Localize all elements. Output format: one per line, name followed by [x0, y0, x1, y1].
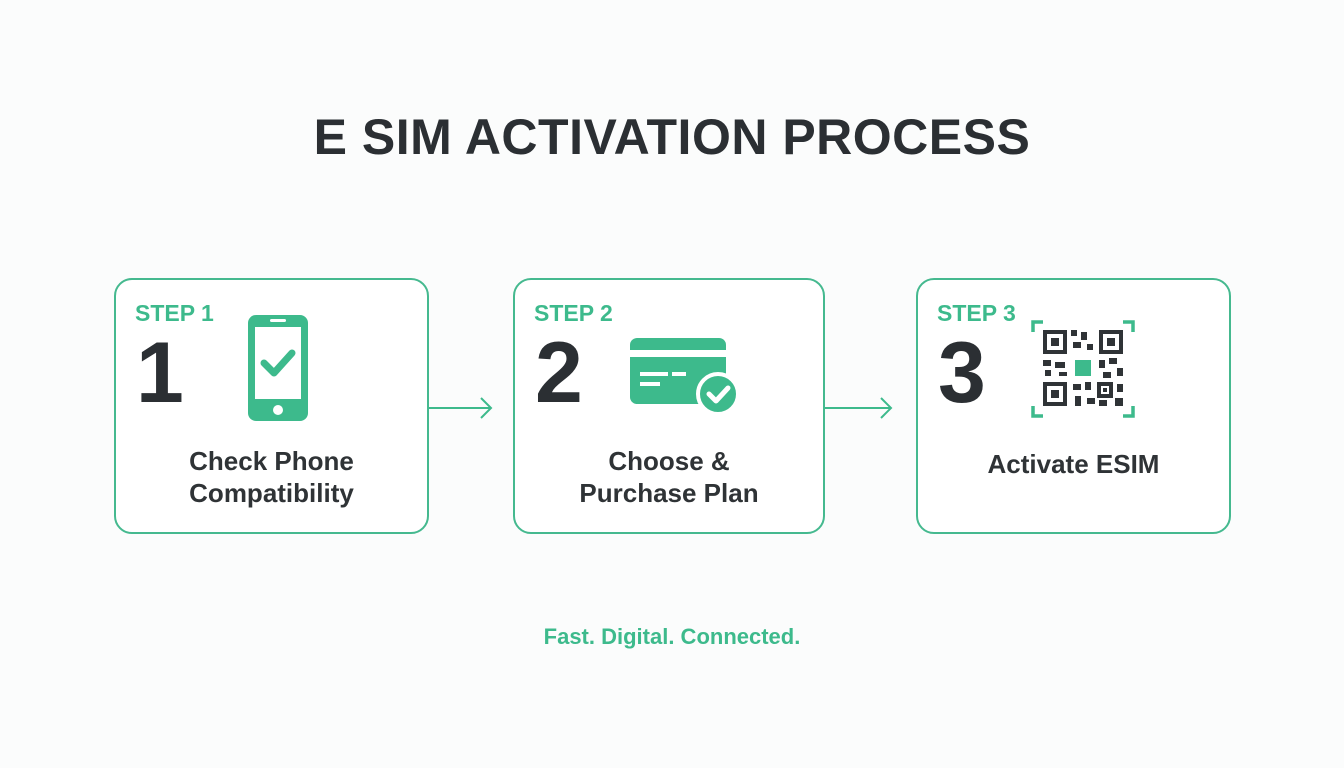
tagline: Fast. Digital. Connected.: [543, 624, 801, 649]
step-card-2: STEP 2 2 Choose & Purchase Plan: [513, 278, 825, 534]
step-description: Activate ESIM: [987, 449, 1160, 479]
step-card-1: STEP 1 1 Check Phone Compatibility: [114, 278, 429, 534]
card-check-icon: [630, 338, 740, 416]
step-description-line2: Compatibility: [189, 478, 354, 508]
step-label: STEP 2: [534, 300, 613, 326]
arrow-right-icon: [429, 397, 493, 419]
phone-check-icon: [248, 315, 308, 421]
step-label: STEP 1: [135, 300, 214, 326]
step-label: STEP 3: [937, 300, 1016, 326]
step-card-3: STEP 3 3 Activate ESIM: [916, 278, 1231, 534]
step-description-line1: Check Phone: [189, 446, 354, 476]
arrow-right-icon: [825, 397, 893, 419]
step-description-line1: Choose &: [608, 446, 730, 476]
page-title: E SIM ACTIVATION PROCESS: [313, 109, 1031, 165]
step-description-line2: Purchase Plan: [579, 478, 759, 508]
qr-code-icon: [1031, 320, 1135, 418]
step-number: 1: [136, 325, 184, 421]
step-number: 3: [938, 325, 986, 421]
step-number: 2: [535, 325, 583, 421]
